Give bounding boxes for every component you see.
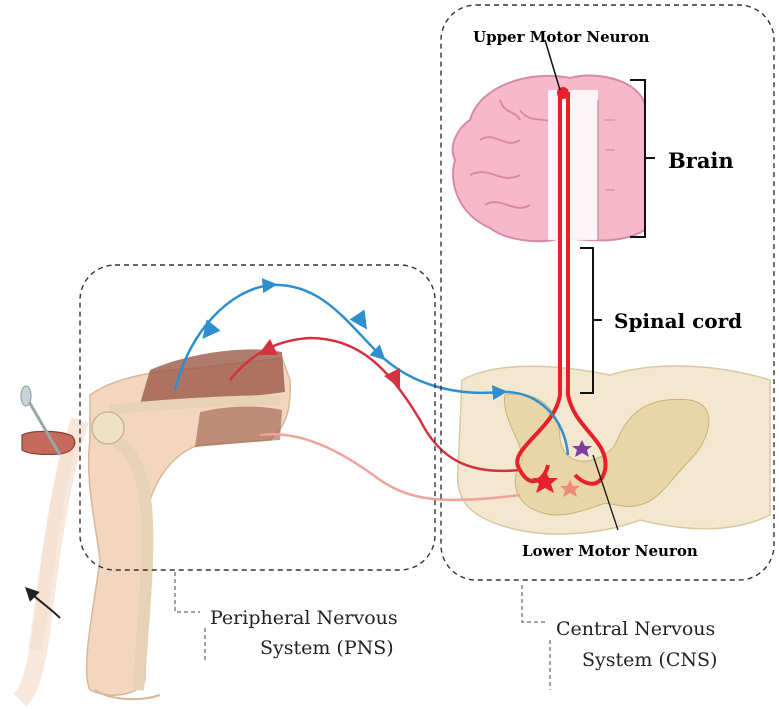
cns-label-line1: Central Nervous xyxy=(556,618,715,640)
brain-label: Brain xyxy=(668,148,734,173)
brain-illustration xyxy=(453,76,645,242)
spinal-cord-label: Spinal cord xyxy=(614,309,742,333)
pns-label-line2: System (PNS) xyxy=(260,637,394,659)
cns-leader-line xyxy=(522,585,550,690)
reflex-hammer-icon xyxy=(21,386,75,455)
cns-label-line2: System (CNS) xyxy=(582,649,717,671)
pns-leader-line xyxy=(175,572,205,662)
leg-illustration xyxy=(20,349,290,700)
upper-motor-neuron-label: Upper Motor Neuron xyxy=(473,28,649,46)
pns-label-line1: Peripheral Nervous xyxy=(210,607,398,629)
lower-motor-neuron-label: Lower Motor Neuron xyxy=(522,542,698,560)
